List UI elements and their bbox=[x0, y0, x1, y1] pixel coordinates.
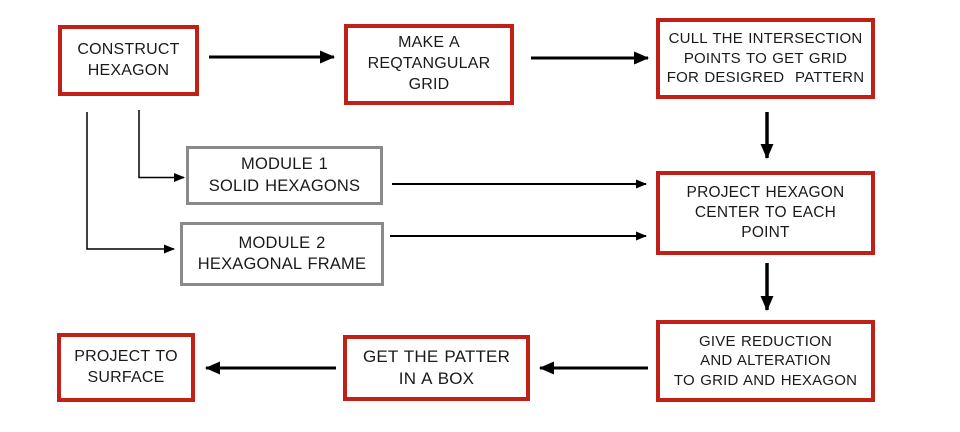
node-project-hexagon-center: PROJECT HEXAGON CENTER TO EACH POINT bbox=[656, 171, 875, 255]
arrow-construct-to-module1 bbox=[138, 110, 185, 182]
node-make-rectangular-grid: MAKE A REQTANGULAR GRID bbox=[344, 24, 514, 105]
node-cull-intersection-points: CULL THE INTERSECTION POINTS TO GET GRID… bbox=[656, 18, 875, 99]
node-get-patter-in-a-box: GET THE PATTER IN A BOX bbox=[343, 335, 530, 401]
node-module-2-hexagonal-frame: MODULE 2 HEXAGONAL FRAME bbox=[180, 222, 384, 286]
node-module-1-solid-hexagons: MODULE 1 SOLID HEXAGONS bbox=[186, 146, 383, 205]
node-give-reduction-alteration: GIVE REDUCTION AND ALTERATION TO GRID AN… bbox=[656, 320, 875, 402]
node-project-to-surface: PROJECT TO SURFACE bbox=[57, 333, 195, 402]
node-construct-hexagon: CONSTRUCT HEXAGON bbox=[58, 25, 199, 96]
arrow-construct-to-module2 bbox=[86, 112, 175, 254]
